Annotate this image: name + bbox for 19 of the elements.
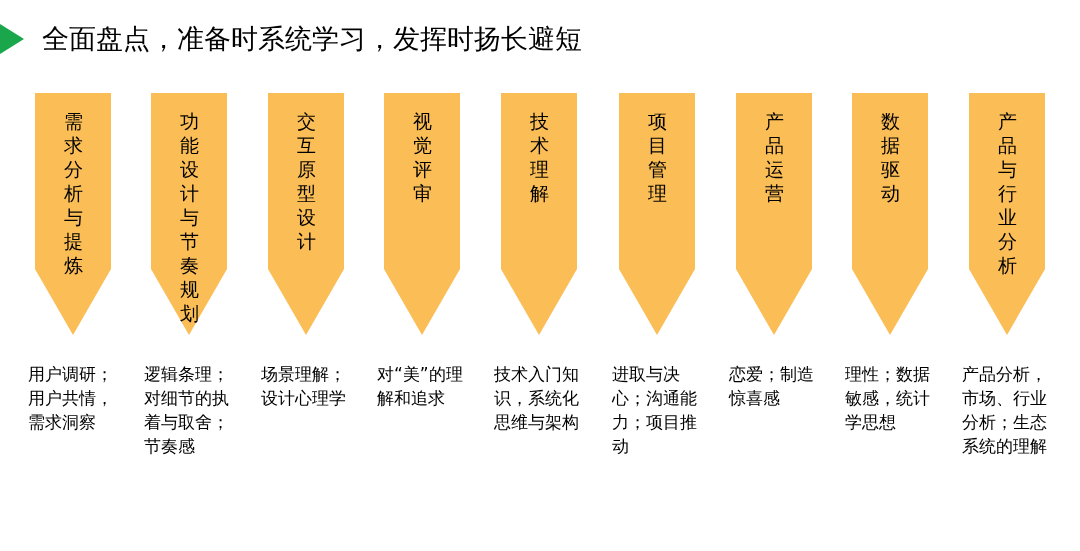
title: 全面盘点，准备时系统学习，发挥时扬长避短 [42, 22, 582, 56]
banner-label: 产品与行业分析 [997, 109, 1017, 277]
banner-label: 项目管理 [647, 109, 667, 205]
banner-label: 视觉评审 [412, 109, 432, 205]
description-text: 技术入门知识，系统化思维与架构 [494, 363, 580, 434]
banner-label: 功能设计与节奏规划 [179, 109, 199, 325]
description-text: 理性；数据敏感，统计学思想 [845, 363, 931, 434]
banner-label: 产品运营 [764, 109, 784, 205]
banner-label: 技术理解 [529, 109, 549, 205]
banner-label: 数据驱动 [880, 109, 900, 205]
description-text: 场景理解；设计心理学 [261, 363, 347, 410]
description-text: 进取与决心；沟通能力；项目推动 [612, 363, 698, 458]
description-text: 逻辑条理；对细节的执着与取舍；节奏感 [144, 363, 230, 458]
description-text: 用户调研；用户共情，需求洞察 [28, 363, 114, 434]
description-text: 恋爱；制造惊喜感 [729, 363, 815, 410]
description-text: 对“美”的理解和追求 [377, 363, 464, 410]
description-text: 产品分析，市场、行业分析；生态系统的理解 [962, 363, 1048, 458]
banner-label: 需求分析与提炼 [63, 109, 83, 277]
banner-label: 交互原型设计 [296, 109, 316, 253]
